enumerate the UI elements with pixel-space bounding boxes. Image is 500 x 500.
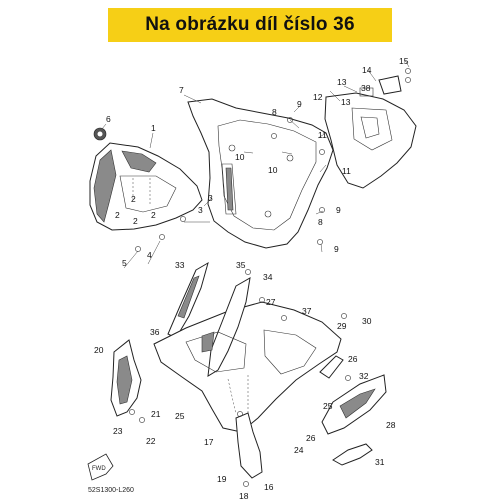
mounting-bracket-part[interactable] bbox=[378, 68, 411, 95]
fwd-marker-label: FWD bbox=[92, 466, 106, 472]
fasteners bbox=[129, 117, 351, 487]
right-bracket-part[interactable] bbox=[319, 355, 344, 379]
callout-14: 14 bbox=[362, 65, 372, 75]
callout-8: 8 bbox=[318, 217, 323, 227]
callouts: 1 2 2 2 2 3 3 4 5 6 7 8 8 9 9 9 10 10 11… bbox=[94, 56, 410, 500]
callout-15: 15 bbox=[399, 56, 409, 66]
callout-9: 9 bbox=[334, 244, 339, 254]
lower-body-part[interactable] bbox=[153, 277, 342, 433]
callout-26: 26 bbox=[306, 433, 316, 443]
callout-38: 38 bbox=[361, 83, 371, 93]
callout-5: 5 bbox=[122, 258, 127, 268]
callout-7: 7 bbox=[179, 85, 184, 95]
callout-2: 2 bbox=[131, 194, 136, 204]
floor-piece-part[interactable] bbox=[235, 412, 263, 479]
right-side-cover-part[interactable] bbox=[321, 374, 387, 435]
part-number-banner: Na obrázku díl číslo 36 bbox=[108, 8, 392, 42]
callout-30: 30 bbox=[362, 316, 372, 326]
callout-9: 9 bbox=[297, 99, 302, 109]
callout-22: 22 bbox=[146, 436, 156, 446]
callout-17: 17 bbox=[204, 437, 214, 447]
callout-4: 4 bbox=[147, 250, 152, 260]
grommet-part[interactable] bbox=[93, 127, 107, 141]
callout-10: 10 bbox=[235, 152, 245, 162]
callout-24: 24 bbox=[294, 445, 304, 455]
right-trim-part[interactable] bbox=[332, 443, 373, 466]
left-side-strip-part[interactable] bbox=[167, 261, 209, 339]
callout-13: 13 bbox=[337, 77, 347, 87]
callout-10: 10 bbox=[268, 165, 278, 175]
callout-11: 11 bbox=[342, 166, 351, 176]
glove-box-panel-part[interactable] bbox=[324, 87, 417, 189]
drawing-code: 52S1300-L260 bbox=[88, 487, 134, 494]
callout-18: 18 bbox=[239, 491, 249, 500]
callout-2: 2 bbox=[115, 210, 120, 220]
callout-3: 3 bbox=[198, 205, 203, 215]
callout-8: 8 bbox=[272, 107, 277, 117]
callout-1: 1 bbox=[151, 123, 156, 133]
callout-21: 21 bbox=[151, 409, 161, 419]
callout-28: 28 bbox=[386, 420, 396, 430]
callout-6: 6 bbox=[106, 114, 111, 124]
callout-12: 12 bbox=[313, 92, 323, 102]
callout-2: 2 bbox=[133, 216, 138, 226]
inner-panel-part[interactable] bbox=[187, 98, 334, 249]
callout-25: 25 bbox=[175, 411, 185, 421]
callout-2: 2 bbox=[151, 210, 156, 220]
callout-36: 36 bbox=[150, 327, 160, 337]
callout-26: 26 bbox=[348, 354, 358, 364]
callout-19: 19 bbox=[217, 474, 227, 484]
callout-9: 9 bbox=[336, 205, 341, 215]
callout-13: 13 bbox=[341, 97, 351, 107]
callout-33: 33 bbox=[175, 260, 185, 270]
callout-29: 29 bbox=[337, 321, 347, 331]
callout-25: 25 bbox=[323, 401, 333, 411]
callout-16: 16 bbox=[264, 482, 274, 492]
front-direction-marker: FWD bbox=[87, 453, 114, 481]
callout-34: 34 bbox=[263, 272, 273, 282]
banner-title: Na obrázku díl číslo 36 bbox=[145, 14, 355, 35]
callout-27: 27 bbox=[266, 297, 276, 307]
front-cover-part[interactable] bbox=[89, 142, 203, 231]
callout-3: 3 bbox=[208, 193, 213, 203]
callout-11: 11 bbox=[318, 130, 327, 140]
callout-31: 31 bbox=[375, 457, 385, 467]
callout-23: 23 bbox=[113, 426, 123, 436]
callout-32: 32 bbox=[359, 371, 369, 381]
left-side-cover-part[interactable] bbox=[110, 339, 142, 417]
callout-20: 20 bbox=[94, 345, 104, 355]
callout-37: 37 bbox=[302, 306, 312, 316]
callout-35: 35 bbox=[236, 260, 246, 270]
